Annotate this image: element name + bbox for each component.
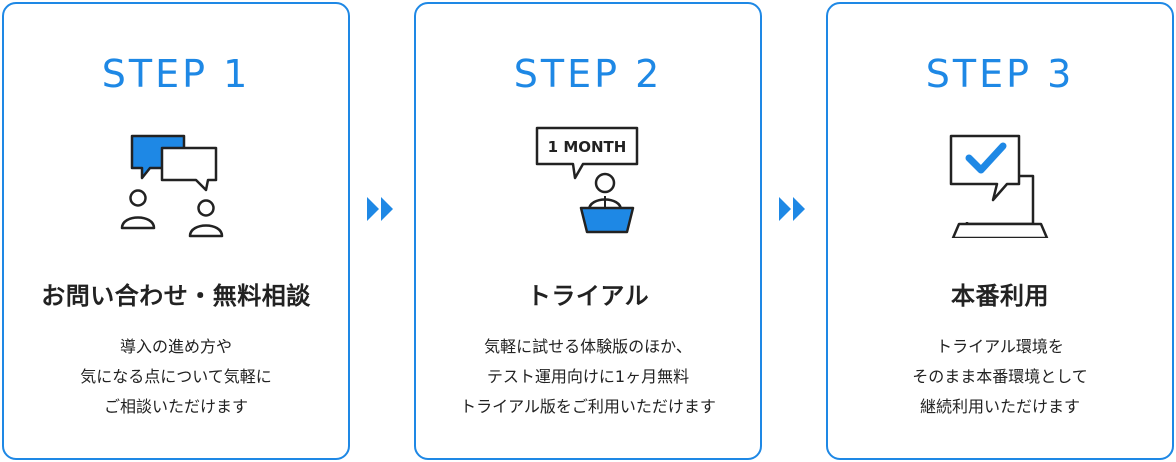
consultation-icon	[120, 134, 224, 238]
step-1-card: STEP 1 お問い合わせ・無料相談 導入の進め方や 気になる点について気軽に …	[2, 2, 350, 460]
step-1-description: 導入の進め方や 気になる点について気軽に ご相談いただけます	[4, 332, 348, 422]
description-line: 継続利用いただけます	[919, 397, 1080, 416]
description-line: トライアル環境を	[936, 337, 1064, 356]
double-chevron-right-icon	[779, 197, 805, 221]
description-line: ご相談いただけます	[103, 397, 248, 416]
description-line: テスト運用向けに1ヶ月無料	[486, 367, 690, 386]
laptop-check-icon	[949, 134, 1049, 238]
step-1-title: お問い合わせ・無料相談	[41, 282, 311, 310]
step-2-label: STEP 2	[513, 52, 663, 96]
step-2-description: 気軽に試せる体験版のほか、 テスト運用向けに1ヶ月無料 トライアル版をご利用いた…	[416, 332, 760, 422]
description-line: トライアル版をご利用いただけます	[460, 397, 716, 416]
step-2-title: トライアル	[526, 282, 650, 310]
description-line: 気になる点について気軽に	[80, 367, 272, 386]
step-2-card: STEP 2 1 MONTH トライアル 気軽に試せる体験版のほか、 テスト運用…	[414, 2, 762, 460]
description-line: そのまま本番環境として	[912, 367, 1088, 386]
trial-presenter-icon: 1 MONTH	[535, 126, 639, 234]
description-line: 導入の進め方や	[119, 337, 232, 356]
step-1-label: STEP 1	[101, 52, 251, 96]
description-line: 気軽に試せる体験版のほか、	[484, 337, 692, 356]
step-3-description: トライアル環境を そのまま本番環境として 継続利用いただけます	[828, 332, 1172, 422]
step-3-title: 本番利用	[951, 282, 1049, 310]
step-3-card: STEP 3 本番利用 トライアル環境を そのまま本番環境として 継続利用いただ…	[826, 2, 1174, 460]
double-chevron-right-icon	[367, 197, 393, 221]
step-3-label: STEP 3	[925, 52, 1075, 96]
sign-text: 1 MONTH	[548, 138, 627, 156]
